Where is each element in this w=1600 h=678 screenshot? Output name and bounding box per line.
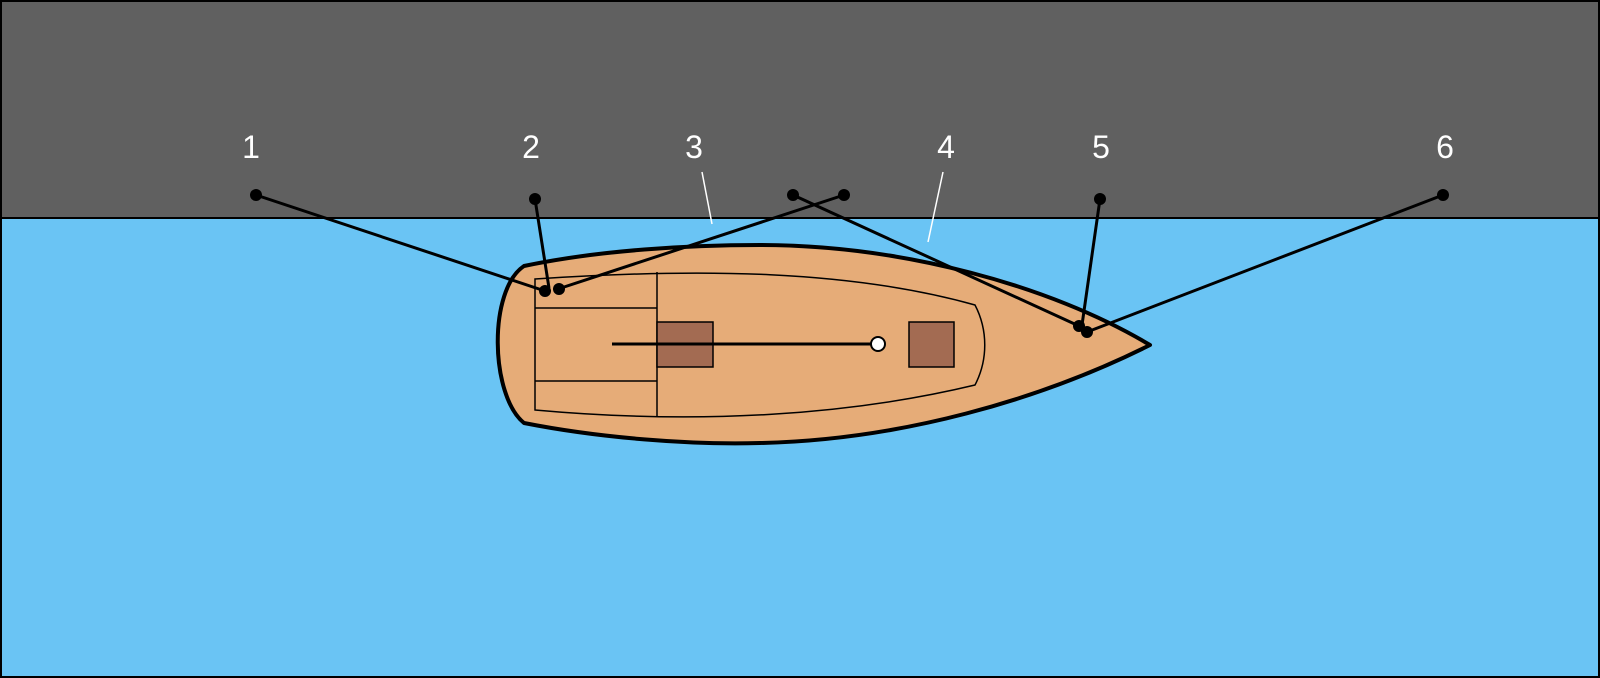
line-endpoints — [250, 189, 1449, 338]
bollard-1 — [250, 189, 262, 201]
mooring-line-1 — [255, 193, 546, 293]
boat — [495, 243, 1152, 446]
deck-outline — [534, 272, 986, 418]
label-3: 3 — [685, 129, 703, 165]
mooring-line-2 — [533, 198, 551, 289]
label-2: 2 — [522, 129, 540, 165]
fore-hatch — [908, 321, 955, 368]
mast — [870, 336, 886, 352]
label-6: 6 — [1436, 129, 1454, 165]
label-5: 5 — [1092, 129, 1110, 165]
cleat-stern-a — [539, 285, 551, 297]
mooring-line-5 — [1080, 198, 1102, 326]
bollard-5 — [1094, 193, 1106, 205]
mooring-lines — [255, 193, 1444, 334]
mooring-line-4 — [792, 193, 1080, 328]
leader-4 — [927, 171, 944, 243]
cleat-stern-b — [553, 283, 565, 295]
label-1: 1 — [242, 129, 260, 165]
bollard-4 — [787, 189, 799, 201]
label-4: 4 — [937, 129, 955, 165]
bollard-6 — [1437, 189, 1449, 201]
bollard-2 — [529, 193, 541, 205]
quay — [0, 0, 1600, 219]
leader-3 — [701, 171, 713, 225]
bollard-3 — [838, 189, 850, 201]
cleat-bow-b — [1081, 326, 1093, 338]
mooring-line-3 — [557, 193, 845, 291]
mooring-line-6 — [1086, 193, 1444, 334]
